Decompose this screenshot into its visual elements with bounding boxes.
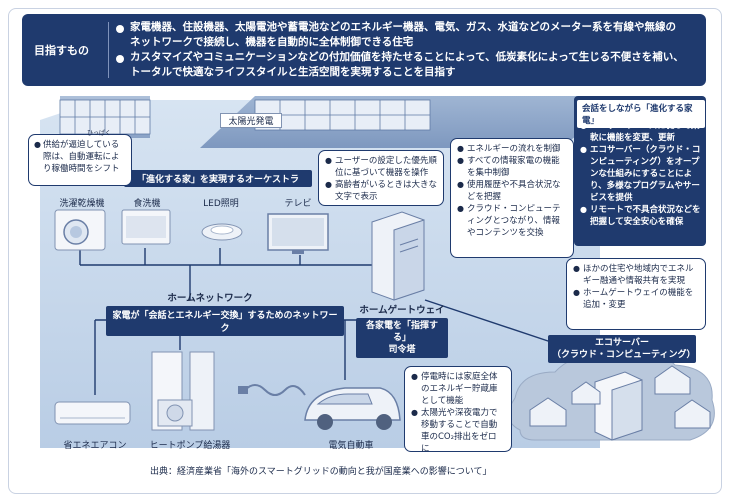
washer-icon xyxy=(54,209,106,251)
eco-server-sub: （クラウド・コンピューティング） xyxy=(552,350,696,360)
banner-line-2: カスタマイズやコミュニケーションなどの付加価値を持たせることによって、低炭素化に… xyxy=(130,51,684,63)
side-panel-list: ユーザーのニーズに従って柔軟に機能を変更、更新 エコサーバー（クラウド・コンピュ… xyxy=(580,120,702,228)
home-network-subtitle: 家電が「会話とエネルギー交換」するためのネットワーク xyxy=(106,306,344,336)
solar-label: 太陽光発電 xyxy=(220,113,282,128)
gateway-note-item: エネルギーの流れを制御 xyxy=(457,143,567,155)
washer-ruby: ひっぱく xyxy=(87,130,112,137)
ev-label: 電気自動車 xyxy=(328,441,374,451)
banner-label: 目指すもの xyxy=(34,44,89,57)
side-panel-item: リモートで不具合状況などを把握して安全安心を確保 xyxy=(580,204,702,228)
ev-icon xyxy=(238,384,401,430)
heatpump-icon xyxy=(151,351,215,431)
cloud-bubble: ほかの住宅や地域内でエネルギー融通や情報共有を実現 ホームゲートウェイの機能を追… xyxy=(566,258,706,330)
washer-note-line: 際は、自動運転によ xyxy=(43,152,120,162)
heatpump-label: ヒートポンプ給湯器 xyxy=(149,441,231,451)
ev-note-item: 太陽光や深夜電力で移動することで自動車のCO₂排出をゼロに xyxy=(411,407,505,455)
dishwasher-icon xyxy=(121,209,171,245)
gateway-sub1: 各家電を「指揮する」 xyxy=(365,321,438,343)
side-panel-item: エコサーバー（クラウド・コンピューティング）をオープンな仕組みにすることにより、… xyxy=(580,144,702,204)
cloud-note-item: ホームゲートウェイの機能を追加・変更 xyxy=(573,287,699,311)
gateway-title: ホームゲートウェイ xyxy=(359,305,445,316)
gateway-note-item: クラウド・コンピューティングとつながり、情報やコンテンツを交換 xyxy=(457,203,567,239)
banner-bullet-2 xyxy=(116,55,124,63)
banner-line-1b: ネットワークで接続し、機器を自動的に全体制御できる住宅 xyxy=(130,36,414,48)
tv-label: テレビ xyxy=(284,199,312,209)
banner-bullet-1 xyxy=(116,25,124,33)
gateway-subtitle: 各家電を「指揮する」 司令塔 xyxy=(356,318,448,358)
aircon-label: 省エネエアコン xyxy=(63,441,127,451)
user-note-item: ユーザーの設定した優先順位に基づいて機器を操作 xyxy=(325,155,437,179)
gateway-note-item: すべての情報家電の機能を集中制御 xyxy=(457,155,567,179)
banner-divider xyxy=(108,22,109,78)
ev-bubble: 停電時には家庭全体のエネルギー貯蔵庫として機能 太陽光や深夜電力で移動することで… xyxy=(404,366,512,455)
banner-line-1: 家電機器、住設機器、太陽電池や蓄電池などのエネルギー機器、電気、ガス、水道などの… xyxy=(130,21,676,33)
washer-bubble: ● ひっぱく 供給が逼迫している 際は、自動運転によ り稼働時間をシフト xyxy=(28,130,132,186)
home-network-title: ホームネットワーク xyxy=(167,293,253,304)
eco-server-label: エコサーバー （クラウド・コンピューティング） xyxy=(548,335,696,363)
tv-icon xyxy=(267,213,329,254)
ev-note-item: 停電時には家庭全体のエネルギー貯蔵庫として機能 xyxy=(411,371,505,407)
led-light-icon xyxy=(201,223,243,241)
aircon-icon xyxy=(54,401,131,425)
gateway-note-item: 使用履歴や不具合状況などを把握 xyxy=(457,179,567,203)
side-panel-item: ユーザーのニーズに従って柔軟に機能を変更、更新 xyxy=(580,120,702,144)
user-note-item: 高齢者がいるときは大きな文字で表示 xyxy=(325,179,437,203)
user-bubble: ユーザーの設定した優先順位に基づいて機器を操作 高齢者がいるときは大きな文字で表… xyxy=(318,150,444,206)
washer-note-line: り稼働時間をシフト xyxy=(43,164,120,174)
solar-panels xyxy=(59,99,431,135)
dishwasher-label: 食洗機 xyxy=(133,199,161,209)
cloud-note-item: ほかの住宅や地域内でエネルギー融通や情報共有を実現 xyxy=(573,263,699,287)
washer-label: 洗濯乾燥機 xyxy=(59,199,105,209)
eco-server-cloud xyxy=(508,349,715,441)
eco-server-title: エコサーバー xyxy=(595,338,649,348)
gateway-sub2: 司令塔 xyxy=(388,345,416,355)
led-label: LED照明 xyxy=(203,199,239,209)
home-gateway-icon xyxy=(371,211,425,301)
banner-line-2b: トータルで快適なライフスタイルと生活空間を実現することを目指す xyxy=(130,66,456,78)
washer-note-line: 供給が逼迫している xyxy=(43,140,120,150)
goal-banner: 目指すもの 家電機器、住設機器、太陽電池や蓄電池などのエネルギー機器、電気、ガス… xyxy=(22,14,706,86)
source-note: 出典：経済産業省「海外のスマートグリッドの動向と我が国産業への影響について」 xyxy=(150,467,492,477)
gateway-bubble: エネルギーの流れを制御 すべての情報家電の機能を集中制御 使用履歴や不具合状況な… xyxy=(450,138,574,258)
orchestra-label: 「進化する家」を実現するオーケストラ xyxy=(124,170,312,187)
